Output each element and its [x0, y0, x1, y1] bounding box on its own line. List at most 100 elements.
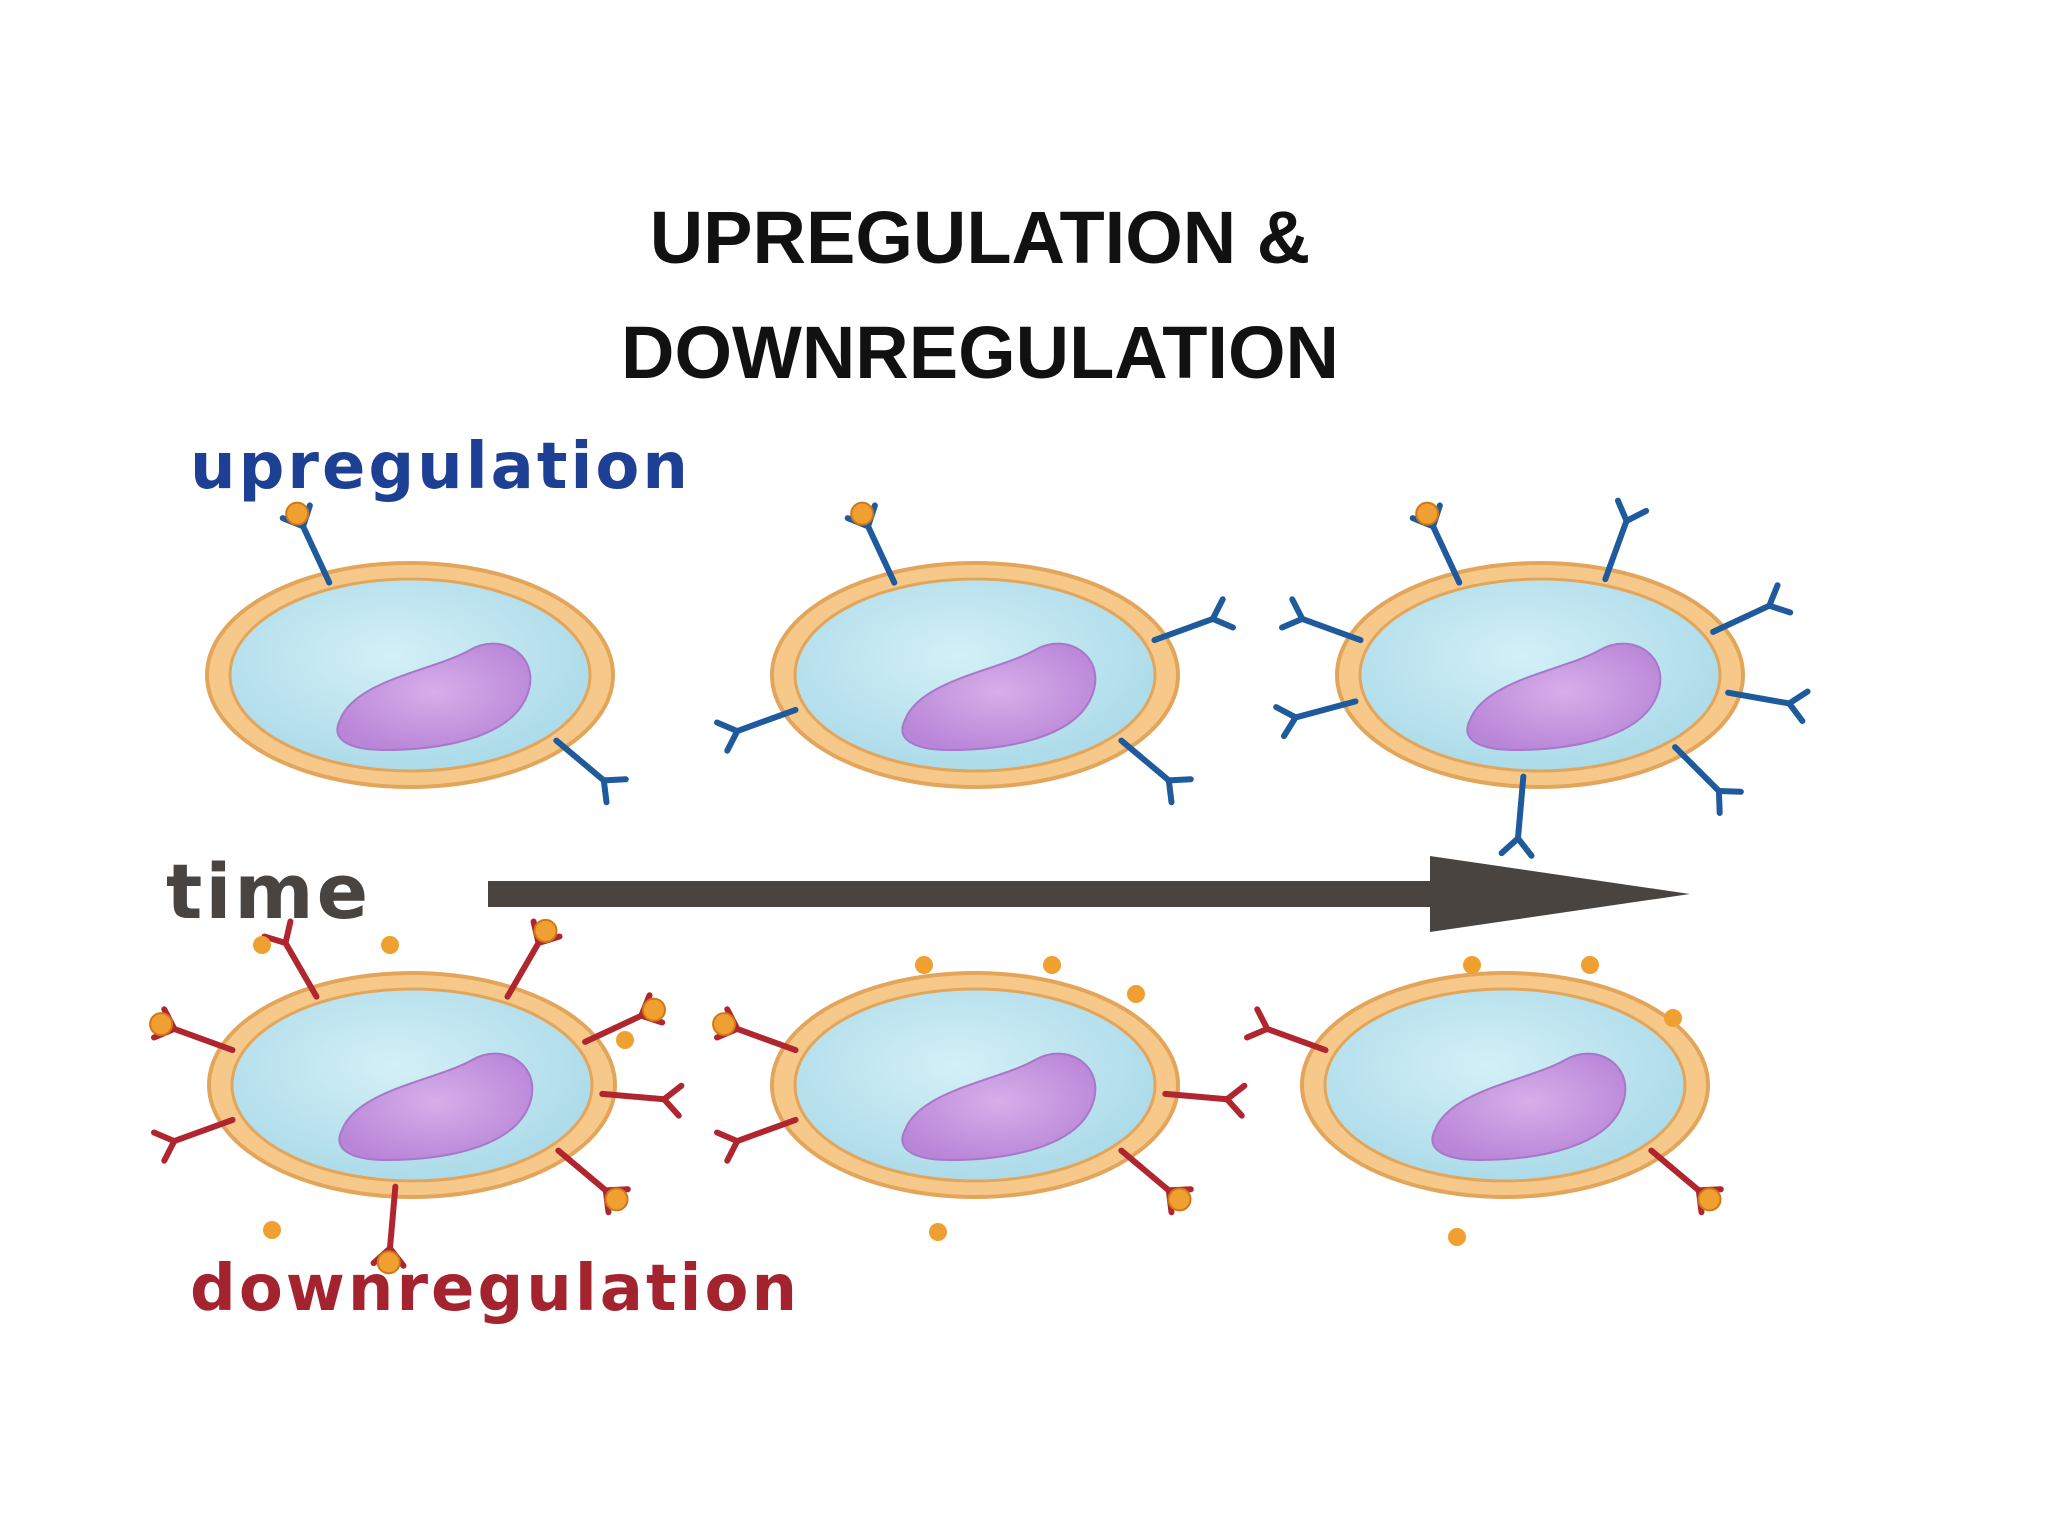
- free-ligand: [1463, 956, 1481, 974]
- receptor-stalk: [1151, 615, 1216, 644]
- free-ligand: [263, 1221, 281, 1239]
- receptor-arm: [714, 719, 741, 735]
- receptor-stalk: [504, 939, 542, 1000]
- receptor-arm: [1254, 1006, 1271, 1032]
- cell: [1335, 561, 1745, 789]
- down-receptor: [712, 1006, 799, 1054]
- receptor-arm: [151, 1129, 178, 1145]
- cell: [207, 971, 617, 1199]
- free-ligand: [381, 936, 399, 954]
- time-label: time: [166, 847, 371, 936]
- receptor-arm: [1224, 1082, 1248, 1103]
- receptor-arm: [1514, 835, 1535, 859]
- cell: [770, 561, 1180, 789]
- receptor-stalk: [1264, 1025, 1329, 1054]
- cell: [770, 971, 1180, 1199]
- upregulation-label: upregulation: [190, 430, 691, 504]
- receptor-arm: [1614, 497, 1630, 524]
- receptor-arm: [1715, 787, 1744, 795]
- down-receptor: [714, 1116, 799, 1164]
- receptor-arm: [1715, 787, 1723, 816]
- receptor-arm: [282, 918, 294, 946]
- receptor-arm: [261, 933, 289, 946]
- receptor-stalk: [1602, 517, 1630, 583]
- title-line-1: UPREGULATION &: [649, 196, 1311, 279]
- ligand: [533, 918, 558, 943]
- down-receptor: [370, 1183, 407, 1275]
- receptor-stalk: [300, 523, 333, 586]
- up-receptor: [844, 501, 898, 586]
- receptor-stalk: [582, 1012, 645, 1045]
- free-ligand: [1581, 956, 1599, 974]
- receptor-stalk: [386, 1183, 399, 1252]
- cell-nucleus: [1466, 642, 1662, 752]
- receptor-arm: [600, 776, 629, 784]
- cell: [1300, 971, 1710, 1199]
- down-receptor: [504, 918, 563, 1000]
- up-receptor: [1118, 737, 1194, 806]
- down-receptor: [599, 1082, 685, 1119]
- down-receptor: [1118, 1147, 1194, 1216]
- receptor-stalk: [865, 523, 898, 586]
- cell-nucleus: [1431, 1052, 1627, 1162]
- cell: [205, 561, 615, 789]
- receptor-stalk: [1118, 1147, 1172, 1194]
- receptor-arm: [1289, 596, 1306, 622]
- up-receptor: [1602, 497, 1650, 583]
- down-receptor: [555, 1147, 631, 1216]
- receptor-arm: [724, 728, 741, 754]
- receptor-arm: [1279, 615, 1306, 631]
- receptor-arm: [1280, 714, 1299, 740]
- receptor-stalk: [1299, 615, 1364, 644]
- receptor-stalk: [555, 1147, 609, 1194]
- title-line-2: DOWNREGULATION: [621, 311, 1339, 394]
- receptor-arm: [1786, 700, 1806, 725]
- receptor-stalk: [282, 939, 320, 1000]
- receptor-stalk: [1118, 737, 1172, 784]
- down-receptor: [582, 992, 666, 1045]
- ligand: [1167, 1187, 1192, 1212]
- time-arrow: [488, 856, 1690, 932]
- receptor-stalk: [1514, 773, 1527, 842]
- ligand: [850, 501, 875, 526]
- ligand: [1697, 1187, 1722, 1212]
- up-receptor: [1672, 744, 1744, 816]
- receptor-arm: [1623, 507, 1650, 524]
- receptor-stalk: [1292, 698, 1359, 721]
- receptor-arm: [1224, 1096, 1245, 1119]
- down-receptor: [149, 1006, 236, 1054]
- receptor-arm: [1244, 1025, 1271, 1041]
- receptor-stalk: [553, 737, 607, 784]
- cell-nucleus: [901, 1052, 1097, 1162]
- ligand: [641, 997, 666, 1022]
- ligand: [149, 1012, 174, 1037]
- up-receptor: [1409, 501, 1463, 586]
- up-receptor: [714, 706, 799, 754]
- receptor-stalk: [1430, 523, 1463, 586]
- receptor-arm: [1209, 615, 1236, 631]
- cell-nucleus: [901, 642, 1097, 752]
- up-receptor: [279, 501, 333, 586]
- receptor-arm: [1209, 596, 1226, 622]
- free-ligand: [1127, 985, 1145, 1003]
- free-ligand: [1448, 1228, 1466, 1246]
- ligand: [376, 1250, 401, 1275]
- receptor-stalk: [1725, 689, 1793, 707]
- receptor-arm: [1165, 776, 1194, 784]
- receptor-arm: [661, 1096, 682, 1119]
- up-receptor: [1710, 582, 1794, 635]
- free-ligand: [253, 936, 271, 954]
- receptor-stalk: [734, 706, 799, 735]
- receptor-arm: [724, 1138, 741, 1164]
- up-receptor: [1273, 698, 1359, 740]
- slide-title: UPREGULATION & DOWNREGULATION: [0, 180, 1960, 410]
- ligand: [712, 1012, 737, 1037]
- receptor-stalk: [734, 1116, 799, 1145]
- receptor-arm: [1273, 704, 1299, 721]
- up-receptor: [1279, 596, 1364, 644]
- receptor-arm: [714, 1129, 741, 1145]
- receptor-arm: [661, 1082, 685, 1103]
- up-receptor: [1725, 688, 1811, 725]
- receptor-arm: [1766, 582, 1781, 609]
